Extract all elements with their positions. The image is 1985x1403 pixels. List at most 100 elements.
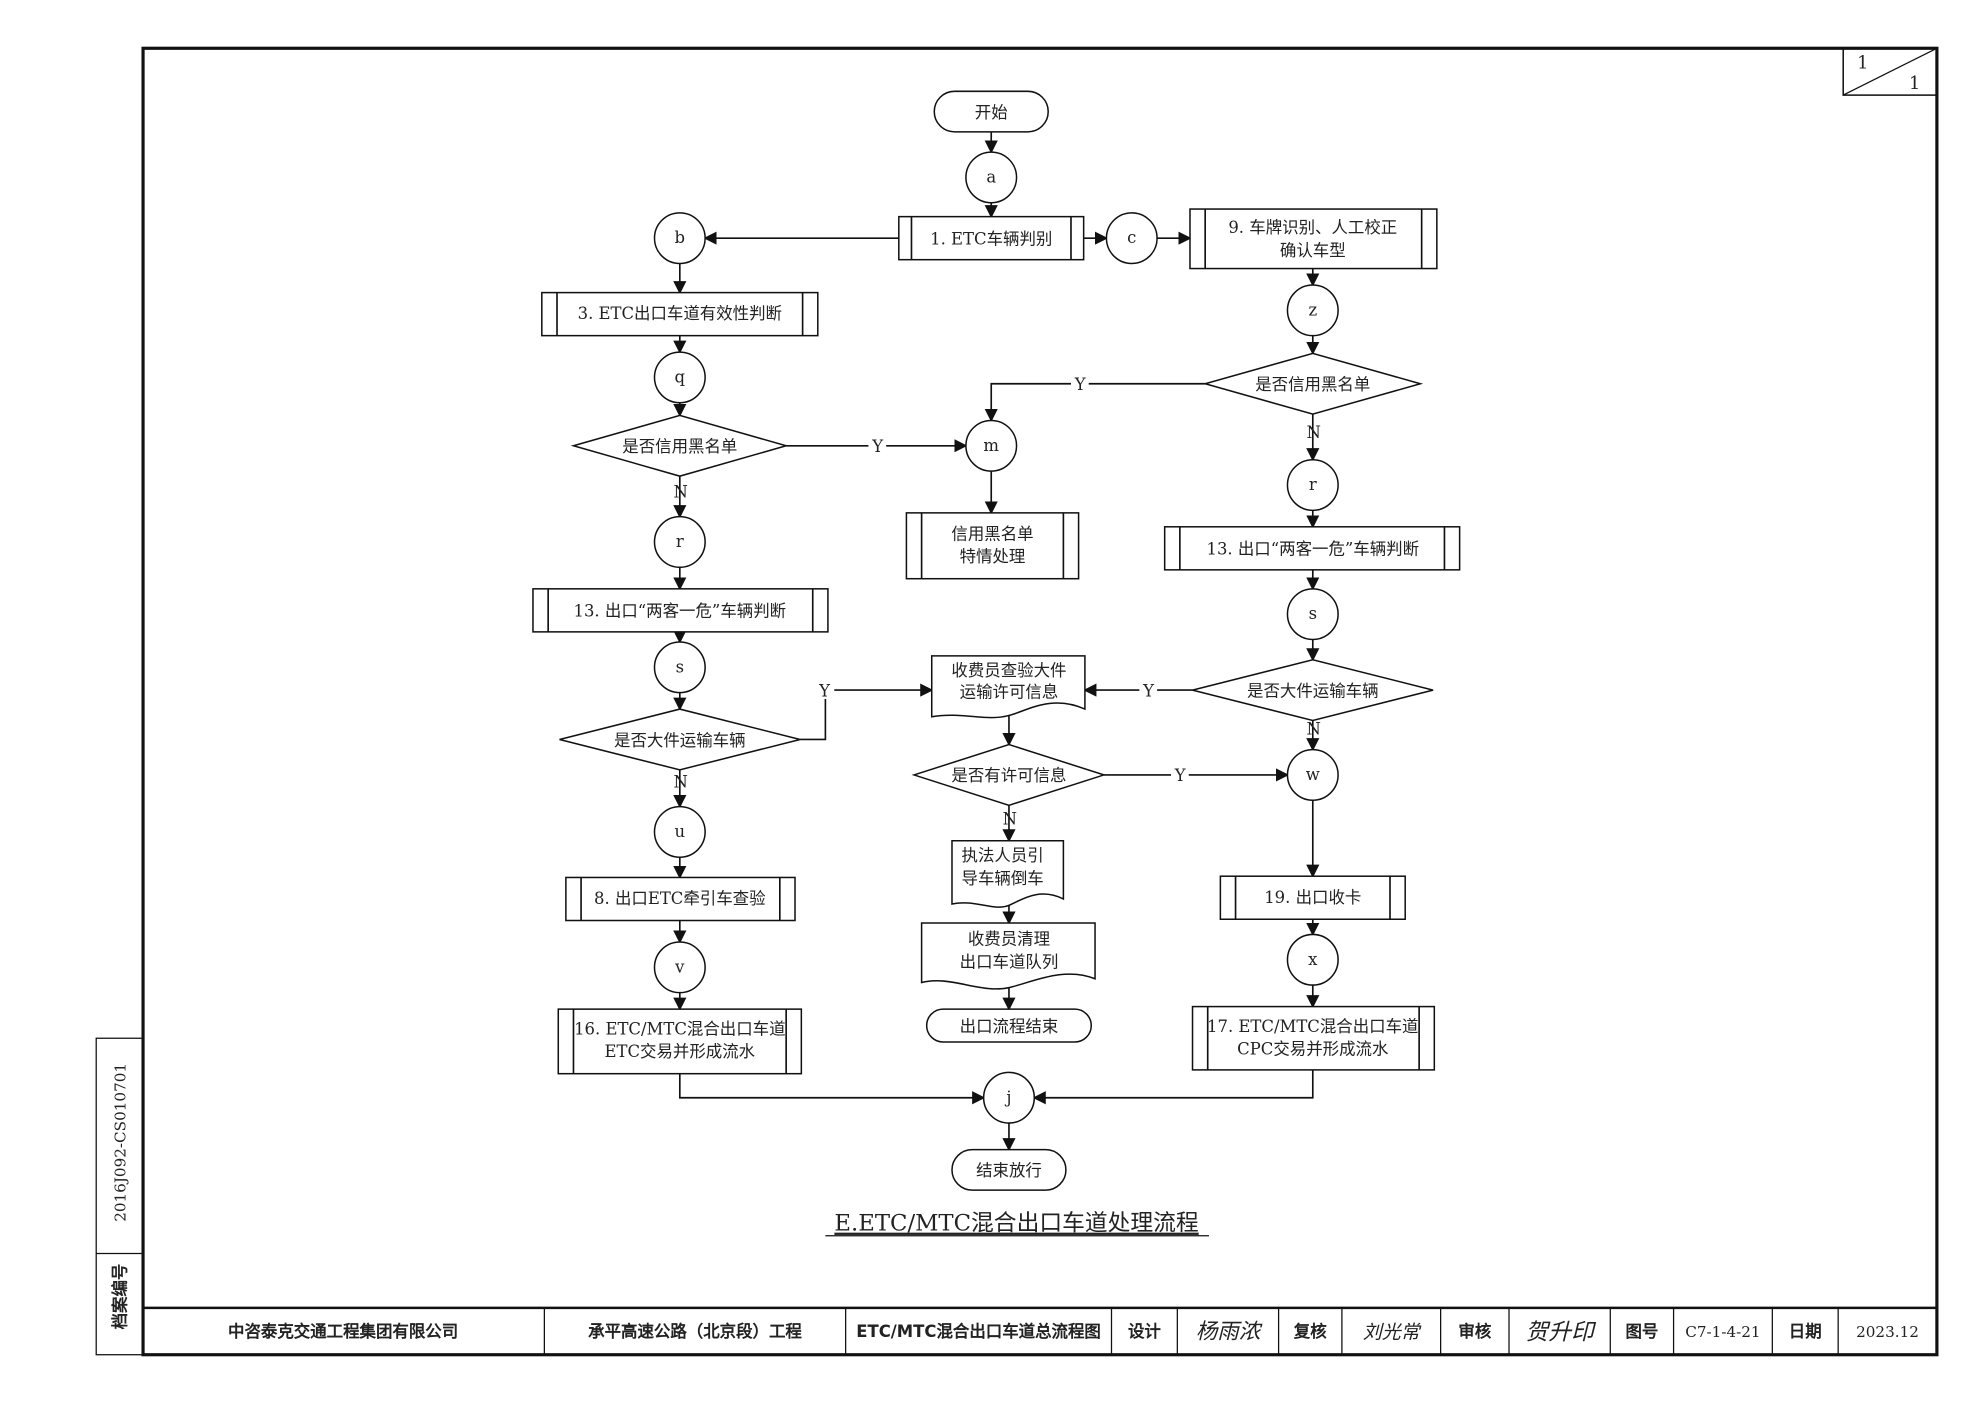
decision-blacklist-left: 是否信用黑名单 [570,414,789,477]
design-signature: 杨雨浓 [1196,1319,1263,1344]
document-label: 运输许可信息 [960,683,1059,702]
process-label: 19. 出口收卡 [1264,888,1361,907]
drawing-no-label: 图号 [1625,1322,1658,1341]
terminal-label: 开始 [975,103,1008,122]
company-name: 中咨泰克交通工程集团有限公司 [228,1322,458,1341]
archive-strip: 2016J092-CS010701 档案编号 [95,1037,144,1356]
no-label: N [673,773,687,792]
yes-label: Y [1174,766,1186,785]
circle-x: x [1286,933,1339,986]
no-label: N [1306,719,1320,738]
circle-label: s [1309,604,1317,623]
circle-label: s [676,657,684,676]
process-19: 19. 出口收卡 [1219,875,1406,921]
decision-label: 是否信用黑名单 [622,437,737,456]
circle-label: c [1127,228,1136,247]
process-label: ETC交易并形成流水 [605,1042,756,1061]
circle-label: u [675,822,686,841]
circle-label: r [1309,475,1317,494]
circle-r-right: r [1286,458,1339,512]
process-label: 13. 出口“两客一危”车辆判断 [1207,540,1420,559]
decision-permit: 是否有许可信息 [911,743,1107,807]
process-16: 16. ETC/MTC混合出口车道 ETC交易并形成流水 [557,1008,803,1075]
approve-label: 审核 [1458,1322,1491,1341]
process-label: 信用黑名单 [951,524,1033,543]
circle-label: z [1308,300,1317,319]
review-label: 复核 [1293,1322,1327,1341]
date-value: 2023.12 [1856,1323,1919,1341]
circle-w: w [1286,748,1339,802]
circle-r-left: r [653,515,706,569]
sheet-current: 1 [1857,54,1868,74]
process-label: 17. ETC/MTC混合出口车道 [1207,1017,1418,1036]
circle-label: a [986,167,996,186]
process-3: 3. ETC出口车道有效性判断 [541,291,819,337]
process-label: 1. ETC车辆判别 [930,229,1052,248]
circle-s-left: s [653,641,706,694]
process-label: 特情处理 [960,547,1026,566]
no-label: N [673,483,687,502]
process-label: 3. ETC出口车道有效性判断 [578,304,782,323]
yes-label: Y [871,437,883,456]
circle-a: a [965,151,1018,204]
document-label: 执法人员引 [962,846,1044,865]
date-label: 日期 [1789,1322,1822,1341]
process-label: 13. 出口“两客一危”车辆判断 [574,602,787,621]
yes-label: Y [1074,375,1086,394]
decision-oversize-left: 是否大件运输车辆 [559,708,801,771]
approve-signature: 贺升印 [1525,1320,1597,1346]
decision-blacklist-right: 是否信用黑名单 [1202,352,1424,415]
document-label: 收费员清理 [968,930,1050,949]
terminal-label: 出口流程结束 [960,1017,1059,1036]
archive-code: 2016J092-CS010701 [111,1063,129,1222]
document-label: 收费员查验大件 [951,661,1066,680]
connectors [673,131,1320,1152]
circle-z: z [1286,284,1339,337]
decision-label: 是否大件运输车辆 [614,731,746,750]
no-label: N [1003,809,1017,828]
process-1: 1. ETC车辆判别 [898,215,1085,261]
yes-label: Y [1142,681,1154,700]
circle-label: j [1004,1088,1011,1107]
circle-m: m [965,419,1018,472]
yes-label: Y [818,681,830,700]
diagram-caption: E.ETC/MTC混合出口车道处理流程 [834,1211,1198,1237]
document-label: 出口车道队列 [960,952,1059,971]
circle-b: b [653,212,706,265]
circle-label: w [1306,765,1320,784]
process-8: 8. 出口ETC牵引车查验 [565,876,796,922]
process-label: 确认车型 [1280,241,1346,260]
decision-label: 是否信用黑名单 [1255,375,1370,394]
sheet-border [141,46,1939,1357]
process-label: 16. ETC/MTC混合出口车道 [574,1019,785,1038]
circle-j: j [982,1071,1036,1124]
connector-circles: a b c q m z r r s s u v w x j [653,151,1339,1124]
terminal-label: 结束放行 [976,1161,1042,1180]
decision-oversize-right: 是否大件运输车辆 [1192,658,1434,722]
circle-label: r [676,532,684,551]
terminal-finish: 结束放行 [951,1148,1067,1191]
circle-label: b [675,228,686,247]
process-13-right: 13. 出口“两客一危”车辆判断 [1163,526,1461,571]
circle-u: u [653,805,706,858]
sheet-number-box: 1 1 [1842,47,1938,96]
archive-label: 档案编号 [110,1264,129,1330]
review-signature: 刘光常 [1363,1321,1422,1343]
circle-label: v [674,957,685,976]
terminal-exit-end: 出口流程结束 [925,1008,1093,1043]
circle-s-right: s [1286,588,1339,641]
no-label: N [1306,423,1320,442]
document-label: 导车辆倒车 [962,869,1044,888]
design-label: 设计 [1128,1322,1161,1341]
decision-label: 是否大件运输车辆 [1247,681,1379,700]
drawing-name: ETC/MTC混合出口车道总流程图 [856,1322,1101,1341]
process-label: 9. 车牌识别、人工校正 [1228,218,1397,237]
title-block: 中咨泰克交通工程集团有限公司 承平高速公路（北京段）工程 ETC/MTC混合出口… [143,1306,1937,1355]
